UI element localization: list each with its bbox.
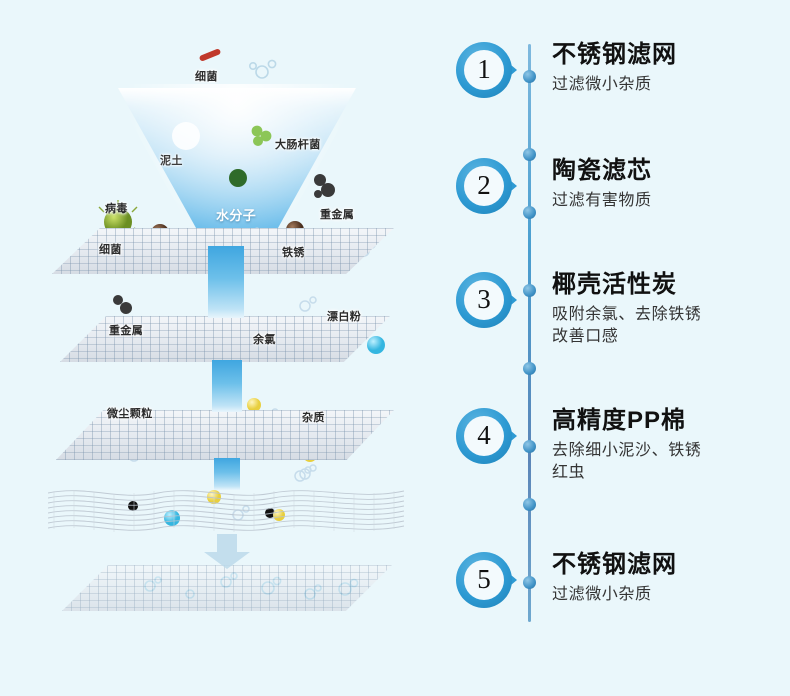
badge-inner: 3 <box>464 280 504 320</box>
illustration-label: 余氯 <box>253 334 276 346</box>
timeline-dot <box>523 148 536 161</box>
illustration-label: 铁锈 <box>282 247 305 259</box>
activated-carbon-plate <box>56 410 394 460</box>
illustration-label: 重金属 <box>109 325 144 337</box>
illustration-label: 水分子 <box>216 208 257 223</box>
stage-number-badge[interactable]: 3 <box>456 272 517 328</box>
stage-description: 吸附余氯、去除铁锈改善口感 <box>552 304 788 347</box>
stage-text-block: 陶瓷滤芯过滤有害物质 <box>552 158 788 212</box>
bacteria-rod-icon <box>199 49 221 61</box>
soil-blob-icon <box>172 122 200 150</box>
stage-title: 高精度PP棉 <box>552 407 687 434</box>
water-column-stage1 <box>208 246 244 318</box>
stage-description-line: 去除细小泥沙、铁锈 <box>552 442 702 460</box>
stage-number-badge[interactable]: 5 <box>456 552 517 608</box>
stage-text-block: 不锈钢滤网过滤微小杂质 <box>552 42 788 96</box>
stage-description-line: 吸附余氯、去除铁锈 <box>552 306 702 324</box>
stage-number-badge[interactable]: 2 <box>456 158 517 214</box>
timeline-dot <box>523 284 536 297</box>
illustration-label: 病毒 <box>105 203 128 215</box>
water-column-stage2 <box>212 360 242 412</box>
illustration-label: 漂白粉 <box>327 311 362 323</box>
stage-description-line: 红虫 <box>552 463 586 481</box>
illustration-label: 细菌 <box>195 71 218 83</box>
timeline-dot <box>523 206 536 219</box>
badge-inner: 2 <box>464 166 504 206</box>
ecoli-icon <box>251 125 272 146</box>
stage-number: 2 <box>477 169 491 200</box>
stage-description-line: 过滤微小杂质 <box>552 76 652 94</box>
badge-inner: 1 <box>464 50 504 90</box>
water-molecule-icon <box>249 59 277 79</box>
timeline-dot <box>523 362 536 375</box>
stage-title: 陶瓷滤芯 <box>552 157 652 184</box>
stage-number: 1 <box>477 53 491 84</box>
stage-description: 过滤微小杂质 <box>552 584 788 606</box>
water-column-stage3 <box>214 458 240 490</box>
water-filtration-illustration: 细菌大肠杆菌泥土病毒水分子重金属细菌铁锈重金属余氯漂白粉微尘颗粒杂质 <box>48 49 404 611</box>
timeline-spine <box>528 44 531 622</box>
badge-inner: 4 <box>464 416 504 456</box>
stage-number: 4 <box>477 419 491 450</box>
stage-description-line: 改善口感 <box>552 327 619 345</box>
illustration-label: 泥土 <box>160 155 183 167</box>
badge-inner: 5 <box>464 560 504 600</box>
illustration-label: 大肠杆菌 <box>275 139 321 151</box>
heavy-metal-icon <box>314 174 335 198</box>
stage-number-badge[interactable]: 1 <box>456 42 517 98</box>
flow-down-arrow-icon <box>204 534 250 569</box>
timeline-dot <box>523 576 536 589</box>
illustration-label: 杂质 <box>302 412 325 424</box>
stage-text-block: 高精度PP棉去除细小泥沙、铁锈红虫 <box>552 408 788 483</box>
stage-title: 不锈钢滤网 <box>552 551 677 578</box>
ceramic-mesh-plate <box>60 316 390 362</box>
stage-text-block: 不锈钢滤网过滤微小杂质 <box>552 552 788 606</box>
illustration-label: 微尘颗粒 <box>107 408 153 420</box>
stage-number: 5 <box>477 563 491 594</box>
illustration-label: 细菌 <box>99 244 122 256</box>
timeline-dot <box>523 498 536 511</box>
stage-title: 椰壳活性炭 <box>552 271 677 298</box>
stage-number: 3 <box>477 283 491 314</box>
stage-description: 去除细小泥沙、铁锈红虫 <box>552 440 788 483</box>
final-mesh-plate <box>62 565 392 611</box>
timeline-dot <box>523 440 536 453</box>
algae-icon <box>229 169 247 187</box>
illustration-label: 重金属 <box>320 209 355 221</box>
stage-title: 不锈钢滤网 <box>552 41 677 68</box>
stage-text-block: 椰壳活性炭吸附余氯、去除铁锈改善口感 <box>552 272 788 347</box>
stage-description-line: 过滤有害物质 <box>552 192 652 210</box>
stage-description: 过滤有害物质 <box>552 190 788 212</box>
stage-description: 过滤微小杂质 <box>552 74 788 96</box>
stage-number-badge[interactable]: 4 <box>456 408 517 464</box>
heavy-metal-icon-2 <box>113 295 132 314</box>
timeline-dot <box>523 70 536 83</box>
pp-cotton-wavy-layer <box>48 490 404 532</box>
stage-description-line: 过滤微小杂质 <box>552 586 652 604</box>
